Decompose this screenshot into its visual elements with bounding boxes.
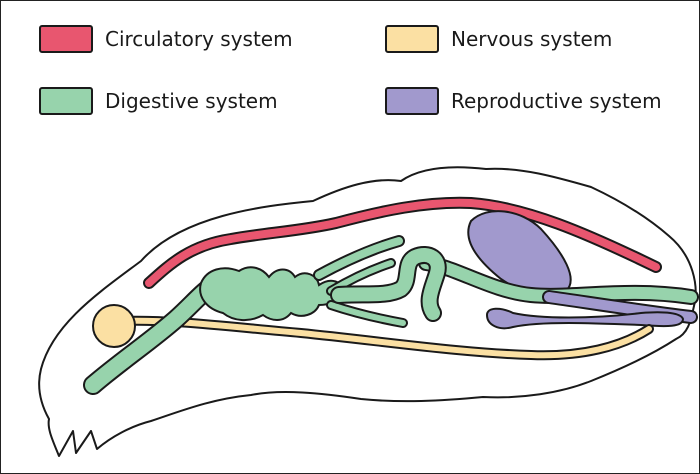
legend-item-reproductive: Reproductive system — [385, 85, 662, 117]
digestive-hindgut-fill — [420, 257, 697, 303]
digestive-caecum-1-fill — [315, 237, 403, 279]
legend-label-digestive: Digestive system — [105, 89, 278, 113]
legend-swatch-digestive — [39, 87, 93, 115]
reproductive-accessory-gland — [485, 307, 685, 330]
legend-swatch-nervous — [385, 25, 439, 53]
legend-label-circulatory: Circulatory system — [105, 27, 293, 51]
circulatory-vessel-fill — [145, 198, 660, 287]
legend-label-reproductive: Reproductive system — [451, 89, 662, 113]
legend-swatch-circulatory — [39, 25, 93, 53]
legend-label-nervous: Nervous system — [451, 27, 613, 51]
legend-item-digestive: Digestive system — [39, 85, 278, 117]
digestive-caecum-3-fill — [328, 302, 406, 326]
nervous-cord-fill — [118, 317, 652, 359]
digestive-midgut-loop-fill — [332, 248, 445, 320]
legend-item-nervous: Nervous system — [385, 23, 612, 55]
legend-item-circulatory: Circulatory system — [39, 23, 293, 55]
nervous-brain — [92, 304, 136, 348]
legend-swatch-reproductive — [385, 87, 439, 115]
